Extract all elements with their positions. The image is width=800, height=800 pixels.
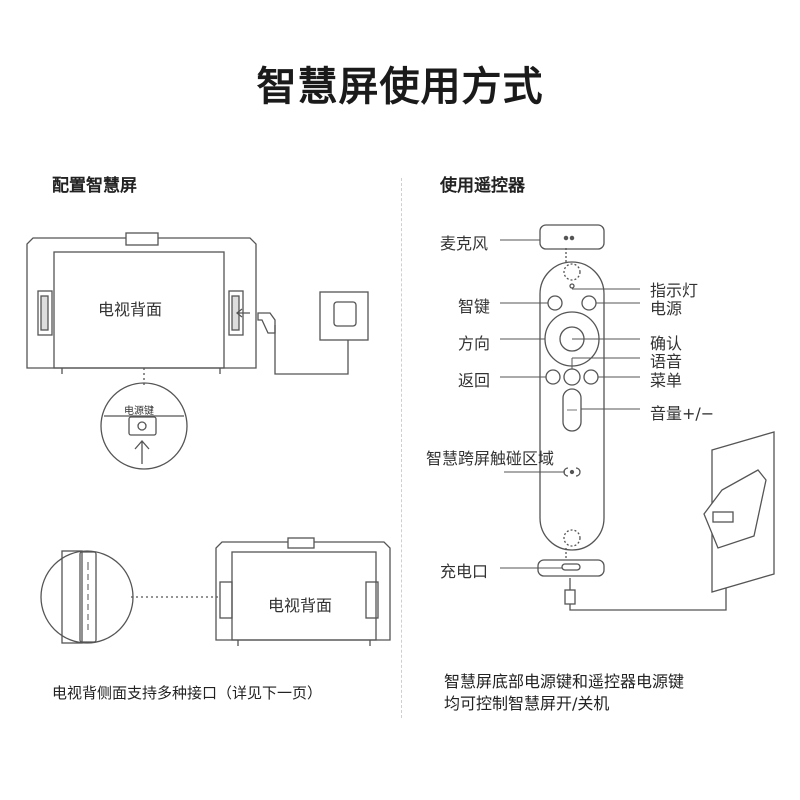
label-back: 返回: [458, 371, 491, 390]
label-volume: 音量+/−: [650, 404, 715, 423]
label-touch-area: 智慧跨屏触碰区域: [426, 449, 555, 468]
section-divider: [401, 178, 402, 718]
label-power: 电源: [650, 299, 683, 318]
label-voice: 语音: [650, 352, 683, 371]
label-microphone: 麦克风: [440, 234, 489, 253]
label-direction: 方向: [458, 334, 491, 353]
remote-illustration: [537, 224, 775, 611]
label-confirm: 确认: [650, 334, 683, 353]
label-indicator: 指示灯: [650, 281, 699, 300]
remote-leader-lines: [500, 239, 640, 569]
page-title: 智慧屏使用方式: [256, 64, 544, 110]
label-smart-key: 智键: [458, 297, 491, 316]
tv-back-label-bottom: 电视背面: [268, 596, 333, 615]
tv-back-bottom-illustration: [40, 537, 391, 646]
right-caption-line1: 智慧屏底部电源键和遥控器电源键: [444, 672, 685, 691]
label-menu: 菜单: [650, 371, 683, 390]
tv-back-label-top: 电视背面: [98, 300, 163, 319]
power-key-label: 电源键: [124, 406, 154, 417]
tv-back-top-illustration: [26, 232, 369, 470]
left-caption: 电视背侧面支持多种接口（详见下一页）: [52, 684, 323, 702]
right-caption-line2: 均可控制智慧屏开/关机: [444, 694, 610, 713]
section-title-configure: 配置智慧屏: [52, 176, 137, 196]
section-title-remote: 使用遥控器: [440, 176, 525, 196]
label-charge-port: 充电口: [440, 562, 489, 581]
